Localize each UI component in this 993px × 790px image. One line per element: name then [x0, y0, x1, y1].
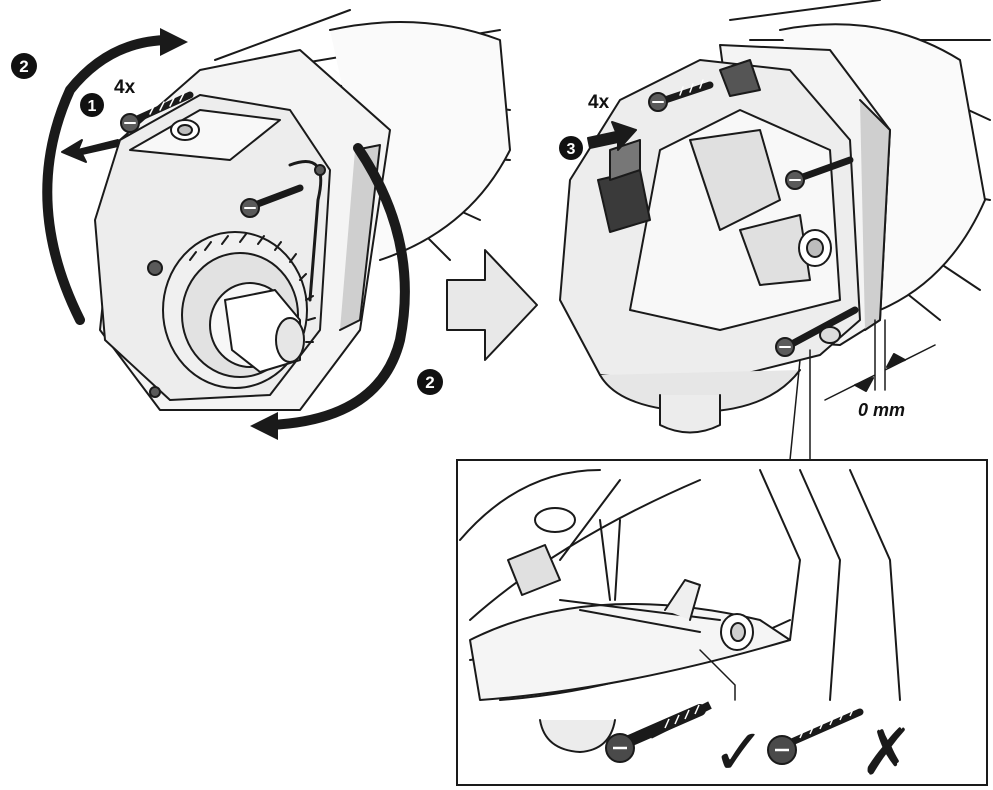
- correct-check-icon: ✓: [712, 716, 766, 790]
- right-spindle: [659, 394, 721, 434]
- step-rotate-top-number: 2: [19, 57, 28, 76]
- step-rotate-right-number: 2: [425, 373, 434, 392]
- step-rotate-top-badge: [11, 53, 37, 79]
- gap-arrow-right: [886, 353, 906, 368]
- transition-arrow: [446, 249, 538, 361]
- gap-dimension-lines: [824, 319, 936, 401]
- right-flange-edge: [859, 99, 891, 331]
- left-labels: 2 1 4x 2: [11, 53, 443, 395]
- right-screw-bottom: [775, 306, 859, 357]
- callout-lines: [789, 349, 811, 461]
- inset-flange-surface: [469, 603, 791, 701]
- wrong-cross-icon: ✗: [860, 716, 914, 790]
- left-rotate-arrow-bottom: [265, 143, 410, 430]
- gap-label: 0 mm: [858, 400, 905, 420]
- step-remove-badge: [80, 93, 104, 117]
- inset-block: [507, 544, 561, 596]
- detail-inset: ✓ ✗: [456, 459, 988, 790]
- inset-pointer: [699, 649, 736, 701]
- left-flange-edge: [339, 144, 381, 331]
- left-rotate-arrow-top: [42, 35, 175, 325]
- step-insert-badge: [559, 136, 583, 160]
- inset-lever-hook: [664, 579, 701, 621]
- right-screw-side: [785, 156, 854, 190]
- step-insert-number: 3: [567, 141, 576, 158]
- correct-screw: [605, 701, 712, 763]
- left-view: [42, 9, 511, 440]
- inset-lever: [559, 519, 721, 633]
- wrong-screw: [767, 706, 864, 765]
- right-labels: 4x 3 0 mm: [559, 92, 905, 420]
- right-screw-count: 4x: [588, 92, 610, 113]
- inset-boss: [534, 507, 576, 533]
- inset-bearing: [539, 719, 616, 753]
- right-screw-top: [648, 79, 714, 112]
- left-screw-top: [120, 91, 194, 133]
- left-screw-count: 4x: [114, 77, 136, 98]
- right-view: [559, 0, 991, 461]
- right-dark-band: [719, 59, 761, 97]
- step-rotate-right-badge: [417, 369, 443, 395]
- left-screw-middle: [240, 184, 304, 218]
- gap-arrow-left: [854, 377, 874, 392]
- step-remove-number: 1: [88, 98, 97, 115]
- right-insert-arrow: [587, 121, 637, 151]
- right-gear-ribs: [689, 129, 811, 286]
- left-remove-arrow: [61, 139, 119, 163]
- left-screw-lower: [147, 164, 326, 398]
